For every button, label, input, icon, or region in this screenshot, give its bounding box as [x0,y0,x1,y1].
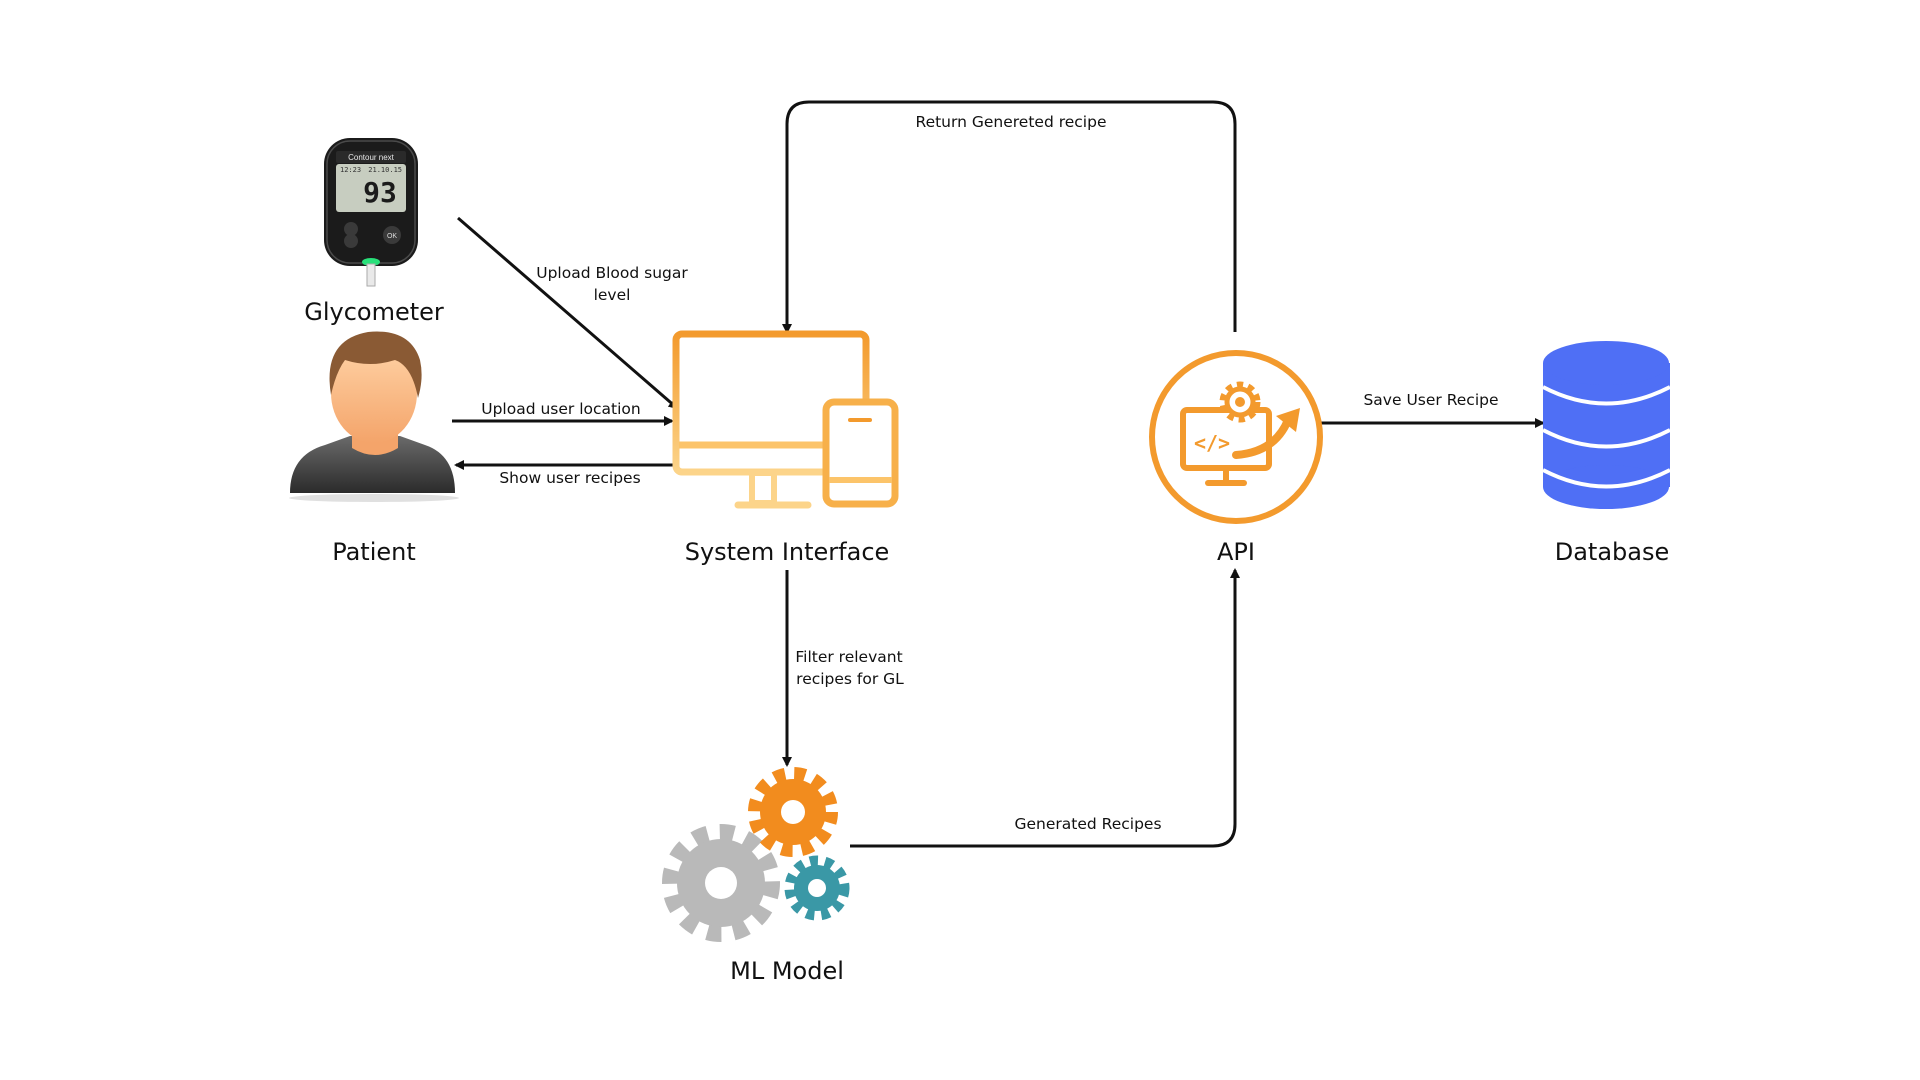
edge-upload-location: Upload user location [452,400,674,426]
gears-icon [662,767,850,942]
edge-generated-recipes: Generated Recipes [850,568,1240,848]
edge-label-filter-recipes-1: Filter relevant [795,648,902,666]
meter-screen-value: 93 [363,176,397,209]
edge-label-save-recipe: Save User Recipe [1363,391,1498,409]
api-gear-code-icon: </> [1149,350,1323,524]
user-avatar-icon [289,331,459,502]
meter-brand-text: Contour next [348,153,395,162]
edge-filter-recipes: Filter relevant recipes for GL [782,570,904,767]
database-cylinder-icon [1542,341,1671,509]
edge-save-recipe: Save User Recipe [1320,391,1545,428]
meter-screen-right: 21.10.15 [368,166,402,174]
edge-show-recipes: Show user recipes [454,460,676,487]
node-label-api: API [1217,538,1255,566]
edge-label-filter-recipes-2: recipes for GL [796,670,904,688]
meter-screen-left: 12:23 [340,166,361,174]
api-code-glyph: </> [1194,431,1230,455]
edge-label-generated-recipes: Generated Recipes [1014,815,1161,833]
node-label-glycometer: Glycometer [304,298,444,326]
edge-label-upload-blood-sugar-2: level [594,286,631,304]
edge-label-return-recipe: Return Genereted recipe [916,113,1107,131]
edge-label-upload-location: Upload user location [481,400,640,418]
glucose-meter-icon: Contour next 12:23 21.10.15 93 OK [324,138,418,287]
edge-return-recipe: Return Genereted recipe [782,100,1237,334]
node-label-patient: Patient [332,538,416,566]
edge-upload-blood-sugar: Upload Blood sugar level [457,216,688,410]
desktop-mobile-icon [672,330,899,509]
node-label-system-interface: System Interface [685,538,890,566]
node-label-database: Database [1555,538,1670,566]
edge-label-show-recipes: Show user recipes [499,469,640,487]
meter-ok-label: OK [387,233,397,240]
node-label-ml-model: ML Model [730,957,844,985]
edge-label-upload-blood-sugar-1: Upload Blood sugar [536,264,688,282]
